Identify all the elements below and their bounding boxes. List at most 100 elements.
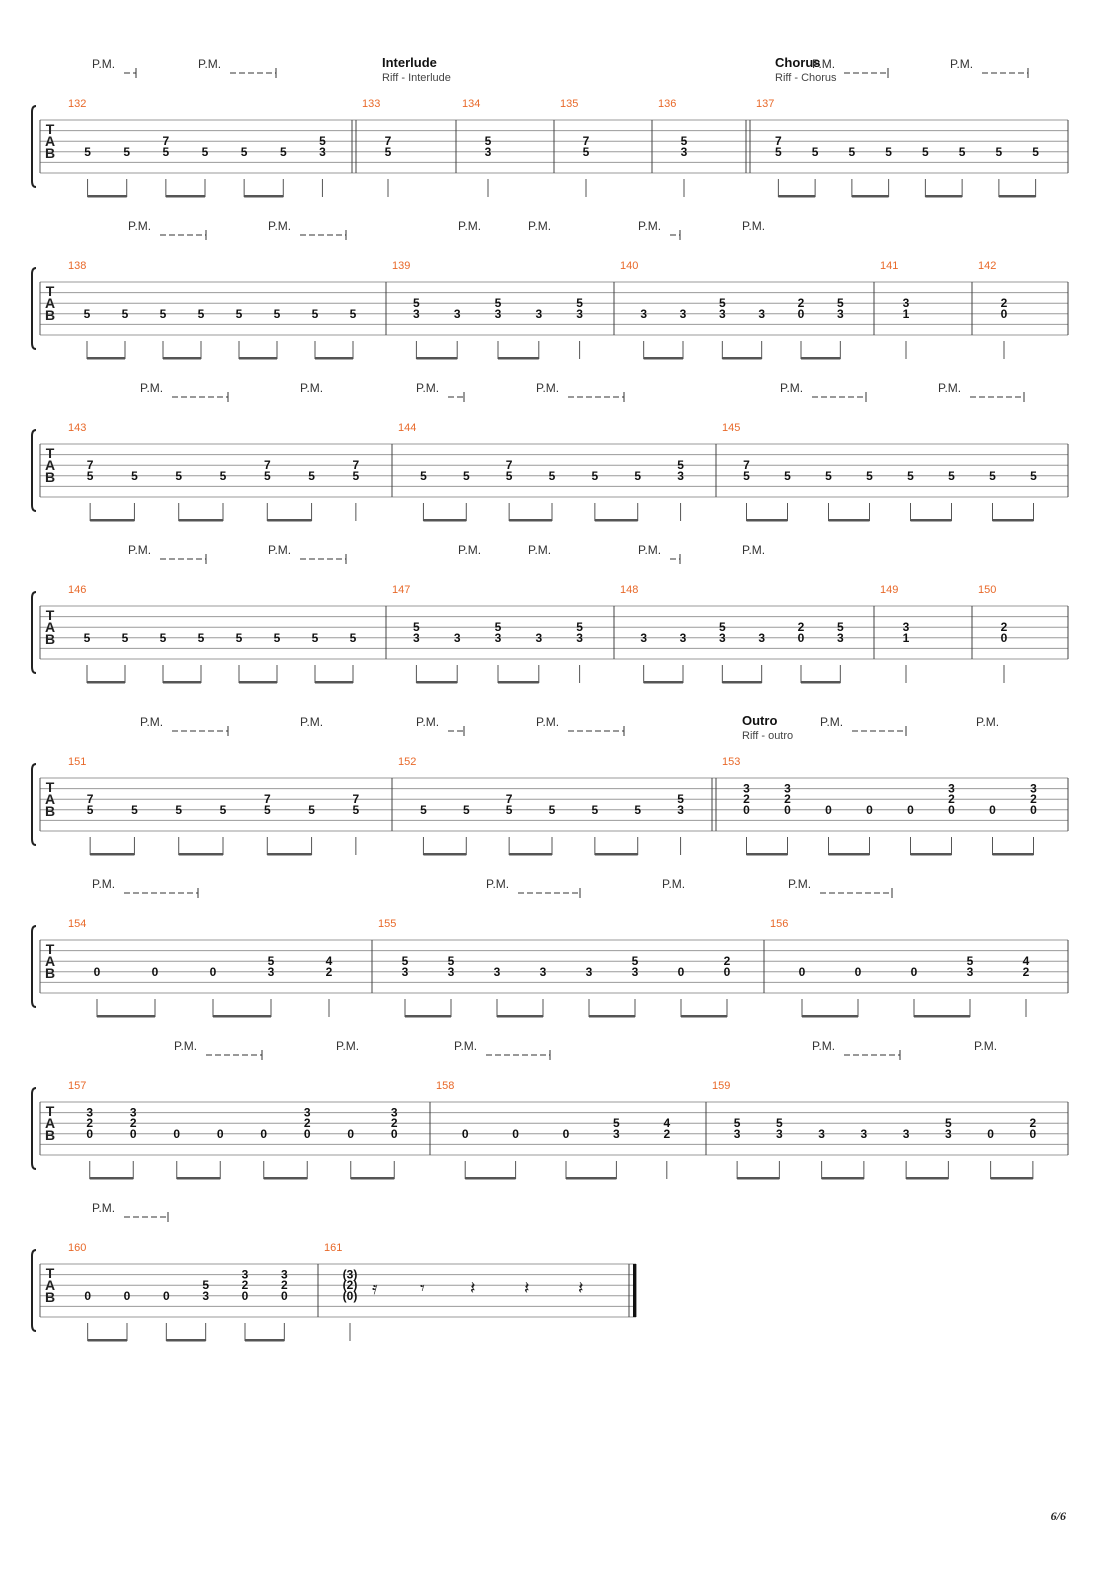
fret-number: 3	[242, 1268, 249, 1282]
fret-number: 3	[576, 307, 583, 321]
palm-mute-label: P.M.	[536, 715, 559, 729]
fret-number: 7	[163, 134, 170, 148]
note-beam	[89, 1177, 134, 1180]
palm-mute-label: P.M.	[638, 543, 661, 557]
fret-number: 5	[264, 469, 271, 483]
fret-number: 3	[268, 965, 275, 979]
fret-number: 2	[1023, 965, 1030, 979]
fret-number: 2	[1030, 792, 1037, 806]
fret-number: 4	[663, 1116, 670, 1130]
palm-mute-label: P.M.	[336, 1039, 359, 1053]
fret-number: 1	[903, 307, 910, 321]
palm-mute-label: P.M.	[300, 715, 323, 729]
fret-number: 5	[280, 145, 287, 159]
palm-mute-label: P.M.	[812, 57, 835, 71]
fret-number: 5	[236, 631, 243, 645]
measure-number: 135	[560, 98, 578, 110]
measure-number: 150	[978, 584, 996, 596]
fret-number: 7	[264, 458, 271, 472]
fret-number: 3	[130, 1106, 137, 1120]
fret-number: 5	[743, 469, 750, 483]
note-beam	[910, 519, 952, 522]
measure-number: 157	[68, 1080, 86, 1092]
fret-number: 2	[784, 792, 791, 806]
fret-number: 7	[353, 458, 360, 472]
note-beam	[178, 853, 223, 856]
fret-number: 3	[677, 469, 684, 483]
fret-number: 5	[463, 803, 470, 817]
fret-number: 3	[535, 631, 542, 645]
fret-number: 5	[87, 469, 94, 483]
fret-number: 5	[734, 1116, 741, 1130]
fret-number: 5	[989, 469, 996, 483]
note-beam	[910, 853, 952, 856]
fret-number: 1	[903, 631, 910, 645]
palm-mute-label: P.M.	[742, 543, 765, 557]
fret-number: 0	[260, 1127, 267, 1141]
fret-number: 5	[160, 631, 167, 645]
final-barline	[633, 1264, 636, 1317]
system-bracket	[31, 763, 37, 846]
fret-number: 5	[825, 469, 832, 483]
note-beam	[90, 853, 135, 856]
rest-symbol: 𝄽	[578, 1278, 584, 1299]
note-beam	[245, 1339, 285, 1342]
measure-number: 153	[722, 756, 740, 768]
note-beam	[925, 195, 963, 198]
fret-number: 3	[818, 1127, 825, 1141]
tab-clef-letter: T	[46, 283, 55, 299]
measure-number: 144	[398, 422, 416, 434]
note-beam	[992, 519, 1034, 522]
fret-number: 5	[506, 469, 513, 483]
fret-number: 5	[1030, 469, 1037, 483]
measure-number: 159	[712, 1080, 730, 1092]
fret-number: 5	[312, 631, 319, 645]
measure-number: 149	[880, 584, 898, 596]
fret-number: 2	[798, 296, 805, 310]
note-beam	[267, 519, 312, 522]
tab-clef-letter: B	[45, 1127, 55, 1143]
note-beam	[801, 681, 841, 684]
fret-number: 5	[1032, 145, 1039, 159]
fret-number: 3	[640, 307, 647, 321]
palm-mute-label: P.M.	[528, 219, 551, 233]
palm-mute-label: P.M.	[974, 1039, 997, 1053]
note-beam	[498, 357, 539, 360]
fret-number: (2)	[343, 1278, 358, 1292]
fret-number: 5	[549, 803, 556, 817]
fret-number: 0	[391, 1127, 398, 1141]
note-beam	[239, 681, 277, 684]
fret-number: 5	[948, 469, 955, 483]
fret-number: 5	[677, 458, 684, 472]
fret-number: 5	[592, 803, 599, 817]
note-beam	[594, 519, 638, 522]
fret-number: 5	[122, 307, 129, 321]
note-beam	[802, 1015, 858, 1018]
fret-number: 0	[217, 1127, 224, 1141]
tab-clef-letter: B	[45, 307, 55, 323]
fret-number: 7	[385, 134, 392, 148]
measure-number: 155	[378, 918, 396, 930]
fret-number: 0	[784, 803, 791, 817]
tab-clef-letter: T	[46, 1265, 55, 1281]
fret-number: 3	[734, 1127, 741, 1141]
palm-mute-label: P.M.	[198, 57, 221, 71]
rest-symbol: 𝄿	[372, 1278, 378, 1299]
fret-number: 0	[855, 965, 862, 979]
tab-clef-letter: T	[46, 941, 55, 957]
palm-mute-label: P.M.	[662, 877, 685, 891]
fret-number: 5	[308, 469, 315, 483]
fret-number: 5	[175, 803, 182, 817]
note-beam	[423, 853, 467, 856]
fret-number: 5	[592, 469, 599, 483]
tab-clef-letter: A	[45, 1115, 55, 1131]
measure-number: 154	[68, 918, 86, 930]
palm-mute-label: P.M.	[976, 715, 999, 729]
fret-number: 3	[903, 620, 910, 634]
tab-clef-letter: B	[45, 469, 55, 485]
note-beam	[851, 195, 889, 198]
